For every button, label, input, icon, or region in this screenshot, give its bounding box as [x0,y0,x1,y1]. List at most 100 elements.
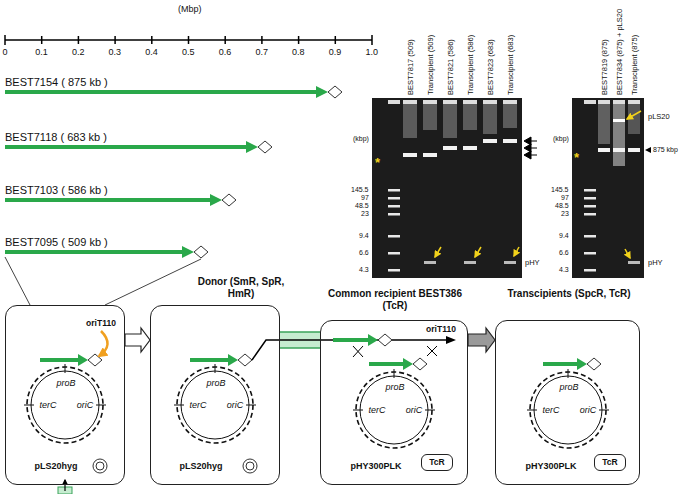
figure-label: 0 [3,47,8,58]
chromosome [65,364,66,373]
gel-image [584,235,596,238]
gel-image [403,104,517,138]
gel-image [503,104,517,128]
figure-label: 4.3 [359,266,369,274]
transfer-line [446,336,456,344]
figure-label: 6.6 [359,249,369,257]
insert-arrow [78,354,88,366]
scale-bar [298,36,300,44]
conjugation-pipe [280,332,320,348]
figure-label: 97 [361,194,369,202]
gel-image [388,269,400,272]
chromosome [356,372,432,448]
node-label: TcR [429,457,444,467]
genome-arrow [5,198,212,202]
figure-label: 6.6 [559,249,569,257]
figure-label: 0.4 [145,47,158,58]
genome-arrow [5,250,184,254]
figure-label: 0.7 [255,47,268,58]
plasmid-symbol [93,459,257,473]
gel-image [598,100,640,104]
gel-image [598,148,640,152]
figure-label: 48.5 [355,202,369,210]
gel-image [403,139,517,157]
insert-arrow [403,358,413,370]
node-label: oriC [77,400,94,411]
panel-heading: Transcipients (SpcR, TcR) [499,288,639,300]
transfer-line [368,334,378,346]
figure-label: 48.5 [555,202,569,210]
figure-label: (kbp) [553,135,569,143]
genome-arrow [5,145,248,149]
figure-label: 0.9 [329,47,342,58]
gel-image [388,213,400,216]
figure-label: 0.6 [219,47,232,58]
lane-label: BEST7823 (683) [486,39,495,95]
gel-image [584,197,596,200]
gel-image [403,100,517,104]
lane-label: BEST7819 (875) [600,39,609,95]
chromosome [174,405,184,406]
node-label: proB [559,382,578,393]
gel-image [625,111,641,258]
scale-bar [4,35,6,45]
gel-image [584,189,596,272]
gel-image [388,252,400,255]
genome-arrow [210,194,222,206]
insert-arrow [190,358,230,362]
gel-image [598,148,610,152]
node-label: oriC [406,405,423,416]
gel-image [598,104,610,144]
insert-arrow [228,354,238,366]
zoom-line [105,259,201,305]
gel-image [388,205,400,208]
figure-label: BEST7154 ( 875 kb ) [5,76,108,89]
figure-label: 23 [561,210,569,218]
gel-image [514,247,519,256]
chromosome [568,369,569,378]
genome-arrow [194,246,208,258]
size-arrow [524,137,537,159]
transfer-line [378,334,392,346]
node-label: terC [368,405,385,416]
gel-image [475,247,481,257]
chromosome [353,410,363,411]
gel-image [372,98,522,278]
entry-pipe [58,480,72,494]
figure-label: 97 [561,194,569,202]
gel-image [463,146,477,150]
figure-label: pLS20 [648,112,670,121]
node-label: pHY300PLK [350,461,401,472]
chromosome [530,372,606,448]
gel-image [483,100,497,104]
chromosome [246,405,256,406]
node-label: oriC [580,405,597,416]
entry-pipe [64,480,65,491]
scale-bar [41,36,43,44]
genome-arrow [222,194,236,206]
gel-image [435,247,519,257]
genome-arrow [5,90,318,94]
gel-image [388,235,400,238]
chromosome [394,369,395,378]
figure-label: 145.5 [551,186,569,194]
gel-image [628,104,640,134]
gel-image [435,247,441,257]
marker-box: TcR [421,454,453,471]
genome-arrow [246,141,258,153]
zoom-line [5,257,201,305]
plasmid-symbol [243,459,257,473]
genome-arrow [328,86,342,98]
chromosome [24,364,609,448]
figure-label: 0.1 [35,47,48,58]
scale-bar [78,36,80,44]
gel-image [464,261,476,264]
node-label: terC [189,400,206,411]
pipe-edge [280,347,320,349]
gel-image [424,261,436,264]
figure-label: 145.5 [351,186,369,194]
figure-label: 875 kbp [653,146,678,154]
lane-label: Transcipient (683) [506,35,515,95]
chromosome [24,405,34,406]
